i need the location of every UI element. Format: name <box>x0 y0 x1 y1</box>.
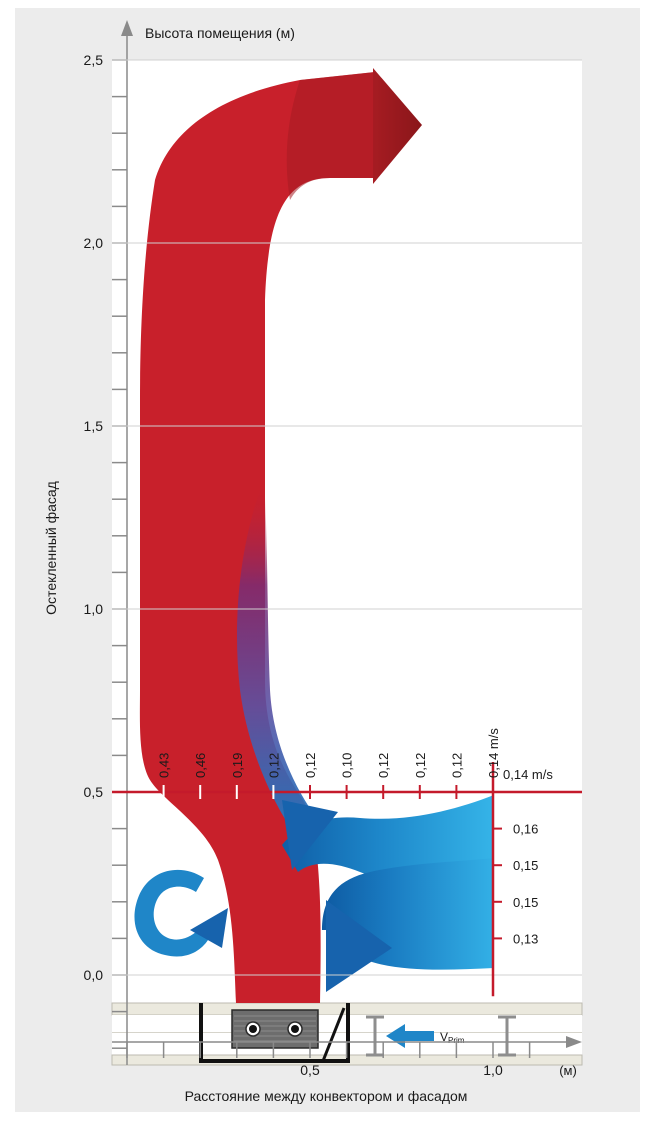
horizontal-velocity-label: 0,19 <box>230 753 245 778</box>
vertical-velocity-label: 0,14 m/s <box>503 767 553 782</box>
convector-deflector <box>321 1007 346 1062</box>
y-tick-label: 2,5 <box>84 52 104 68</box>
y-axis-title: Высота помещения (м) <box>145 25 295 41</box>
cold-air-flow <box>282 795 494 992</box>
x-axis-ticks: 0,5 1,0 <box>126 1042 531 1078</box>
recirculation-arc <box>134 869 208 957</box>
side-label-facade: Остекленный фасад <box>43 481 59 615</box>
horizontal-velocity-label: 0,46 <box>193 753 208 778</box>
heating-pipe-right-core <box>291 1025 299 1033</box>
recirculation-arrowhead <box>190 908 228 948</box>
vertical-velocity-label: 0,13 <box>513 931 538 946</box>
y-tick-label: 0,5 <box>84 784 104 800</box>
y-tick-label: 1,5 <box>84 418 104 434</box>
horizontal-velocity-label: 0,12 <box>266 753 281 778</box>
horizontal-velocity-label: 0,12 <box>449 753 464 778</box>
warm-air-arrowhead <box>373 68 422 184</box>
axes: 2,5 2,0 1,5 1,0 0,5 0,0 0,5 1,0 <box>84 20 582 1078</box>
x-axis-arrow-icon <box>566 1036 582 1048</box>
beam-right <box>498 1015 516 1057</box>
horizontal-velocity-label: 0,12 <box>376 753 391 778</box>
vertical-velocity-label: 0,15 <box>513 895 538 910</box>
measurement-markers: 0,43 0,46 0,19 0,12 0,12 0,10 0,12 0,12 0,12 0,14… <box>112 728 582 997</box>
mixing-zone <box>237 480 318 830</box>
heating-pipe-left-core <box>249 1025 257 1033</box>
warm-air-shade <box>286 72 375 200</box>
x-tick-label: 1,0 <box>483 1062 503 1078</box>
y-tick-label: 1,0 <box>84 601 104 617</box>
horizontal-velocity-label: 0,12 <box>303 753 318 778</box>
y-axis-arrow-icon <box>121 20 133 36</box>
cold-air-upper-arrowhead <box>282 800 338 870</box>
x-axis-title: Расстояние между конвектором и фасадом <box>185 1088 468 1104</box>
support-beams <box>366 1015 516 1057</box>
vertical-velocity-label: 0,16 <box>513 822 538 837</box>
cold-air-lower-arrowhead <box>326 900 392 992</box>
horizontal-velocity-label: 0,43 <box>157 753 172 778</box>
recirculation-arrow <box>134 869 228 957</box>
convector-housing <box>199 1003 350 1063</box>
x-axis-unit-label: (м) <box>559 1063 577 1078</box>
vertical-velocity-label: 0,15 <box>513 858 538 873</box>
primary-air-label: VPrim <box>440 1030 465 1045</box>
y-tick-label: 2,0 <box>84 235 104 251</box>
horizontal-velocity-label: 0,10 <box>340 753 355 778</box>
horizontal-velocity-label: 0,14 m/s <box>486 728 501 778</box>
beam-left <box>366 1015 384 1057</box>
y-axis-ticks: 2,5 2,0 1,5 1,0 0,5 0,0 <box>84 52 582 1049</box>
y-tick-label: 0,0 <box>84 967 104 983</box>
horizontal-velocity-label: 0,12 <box>413 753 428 778</box>
x-tick-label: 0,5 <box>300 1062 320 1078</box>
